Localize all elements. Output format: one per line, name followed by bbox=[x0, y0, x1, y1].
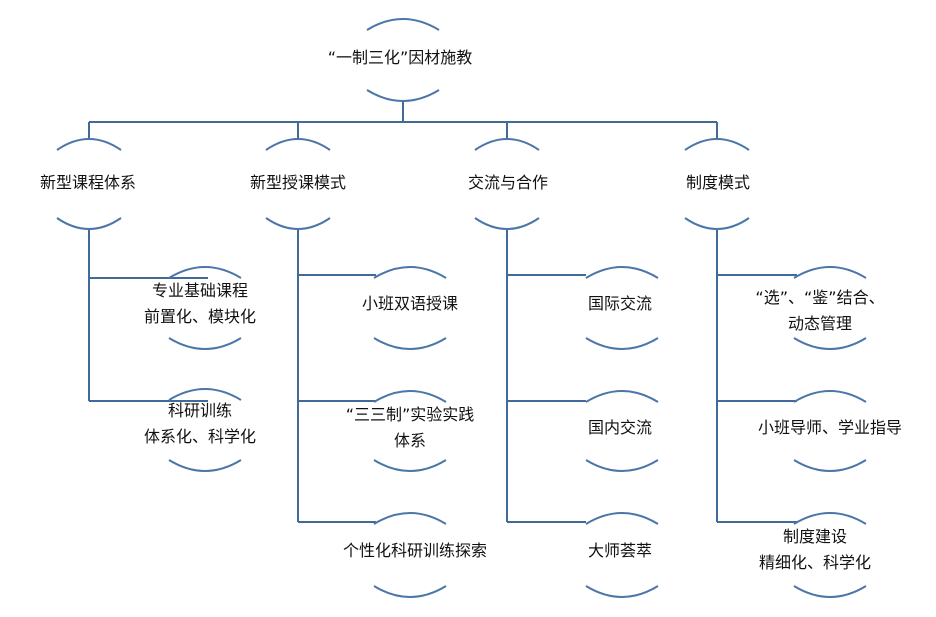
branch-0-child-0-node-bottom-arc bbox=[168, 337, 242, 350]
child-node-masters-gathering: 大师荟萃 bbox=[587, 541, 652, 560]
branch-3-child-2-node-bottom-arc bbox=[793, 585, 867, 598]
child-node-personal-research: 个性化科研训练探索 bbox=[342, 541, 487, 560]
branch-1-child-0-node-top-arc bbox=[373, 266, 447, 279]
root-node-bottom-arc bbox=[366, 89, 440, 102]
child-node-experiment-system: “三三制”实验实践 体系 bbox=[345, 405, 475, 450]
child-node-international-exchange: 国际交流 bbox=[587, 294, 652, 313]
branch-node-curriculum: 新型课程体系 bbox=[39, 173, 136, 192]
branch-1-child-1-node-top-arc bbox=[373, 390, 447, 403]
branch-3-child-1-node-bottom-arc bbox=[793, 459, 867, 472]
branch-1-child-2-node-top-arc bbox=[373, 512, 447, 525]
root-node-label: “一制三化”因材施教 bbox=[327, 48, 473, 67]
branch-1-node-top-arc bbox=[265, 138, 331, 151]
branch-2-child-1-node-bottom-arc bbox=[585, 459, 659, 472]
branch-3-child-1-node-top-arc bbox=[793, 390, 867, 403]
branch-0-child-1-node-top-arc bbox=[168, 388, 242, 401]
branch-0-child-0-node-top-arc bbox=[168, 266, 242, 279]
child-node-foundation-course: 专业基础课程 前置化、模块化 bbox=[143, 281, 256, 326]
connector-lines bbox=[88, 100, 797, 523]
child-node-system-building: 制度建设 精细化、科学化 bbox=[758, 527, 871, 572]
branch-2-child-2-node-top-arc bbox=[585, 512, 659, 525]
branch-3-child-0-node-top-arc bbox=[793, 266, 867, 279]
branch-3-node-bottom-arc bbox=[684, 217, 750, 230]
child-node-research-training: 科研训练 体系化、科学化 bbox=[143, 401, 256, 446]
branch-node-teaching-mode: 新型授课模式 bbox=[249, 173, 346, 192]
branch-1-node-bottom-arc bbox=[265, 217, 331, 230]
branch-2-child-2-node-bottom-arc bbox=[585, 585, 659, 598]
branch-1-child-2-node-bottom-arc bbox=[373, 585, 447, 598]
branch-3-child-0-node-bottom-arc bbox=[793, 337, 867, 350]
branch-0-child-1-node-bottom-arc bbox=[168, 459, 242, 472]
child-node-tutor-guidance: 小班导师、学业指导 bbox=[757, 418, 902, 437]
branch-0-node-bottom-arc bbox=[56, 217, 122, 230]
branch-2-child-1-node-top-arc bbox=[585, 390, 659, 403]
branch-0-node-top-arc bbox=[56, 138, 122, 151]
branch-3-child-2-node-top-arc bbox=[793, 512, 867, 525]
child-node-selection-management: “选”、“鉴”结合、 动态管理 bbox=[755, 288, 885, 333]
branch-2-node-top-arc bbox=[474, 138, 540, 151]
branch-2-child-0-node-top-arc bbox=[585, 266, 659, 279]
child-node-bilingual-class: 小班双语授课 bbox=[361, 294, 458, 313]
branch-2-node-bottom-arc bbox=[474, 217, 540, 230]
branch-1-child-0-node-bottom-arc bbox=[373, 337, 447, 350]
node-arcs bbox=[56, 18, 867, 598]
branch-2-child-0-node-bottom-arc bbox=[585, 337, 659, 350]
branch-1-child-1-node-bottom-arc bbox=[373, 459, 447, 472]
root-node-top-arc bbox=[366, 18, 440, 31]
branch-node-exchange: 交流与合作 bbox=[467, 173, 548, 192]
branch-3-node-top-arc bbox=[684, 138, 750, 151]
branch-node-system-mode: 制度模式 bbox=[685, 173, 750, 192]
child-node-domestic-exchange: 国内交流 bbox=[587, 418, 652, 437]
